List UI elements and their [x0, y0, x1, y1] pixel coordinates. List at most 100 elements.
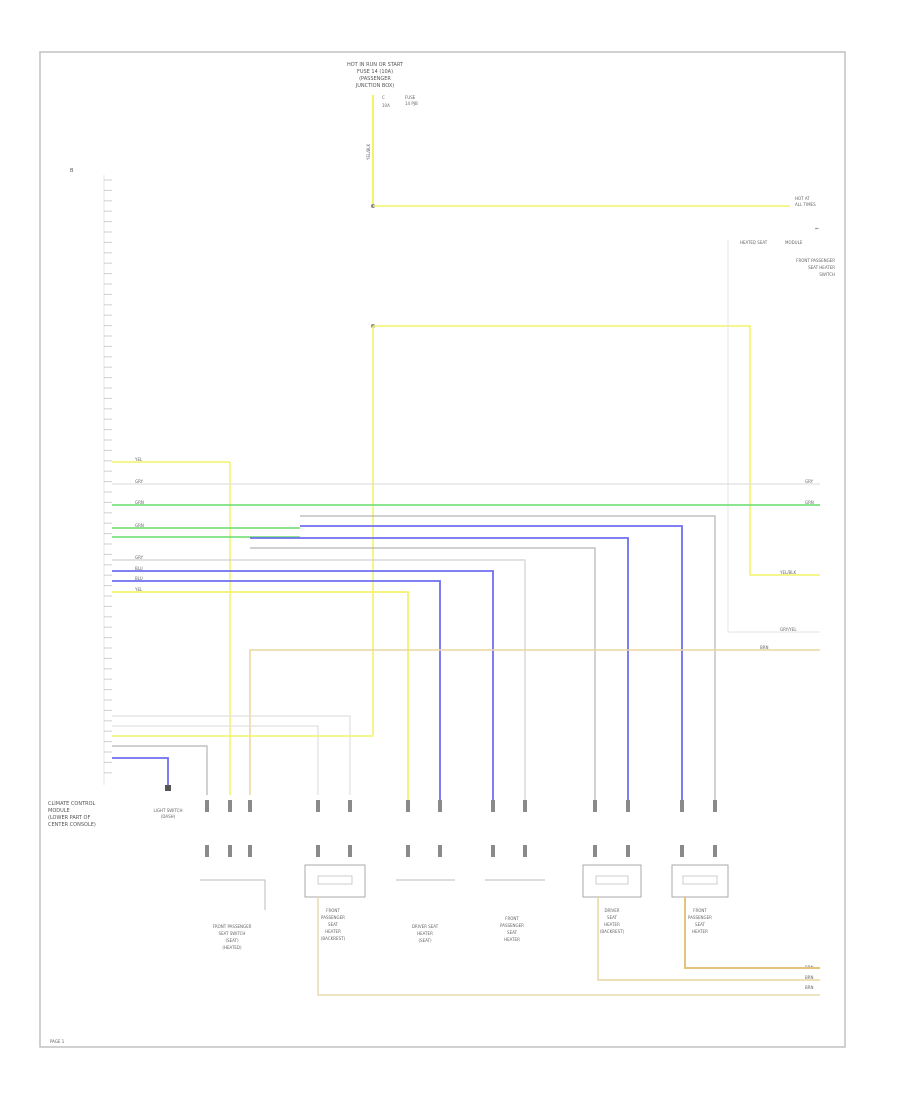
control-module-label: CLIMATE CONTROL MODULE (LOWER PART OF CE…: [48, 801, 96, 828]
right-connector-label: HEATED SEAT MODULE: [740, 240, 803, 245]
svg-text:10A: 10A: [382, 103, 390, 108]
svg-text:GRY: GRY: [135, 479, 144, 484]
svg-text:ALL TIMES: ALL TIMES: [795, 202, 816, 207]
connector-pin: [713, 800, 717, 812]
svg-text:SEAT: SEAT: [507, 930, 517, 935]
svg-text:FRONT: FRONT: [326, 908, 340, 913]
connector-pin: [713, 845, 717, 857]
ref-arrow-icon: ⇐: [815, 226, 819, 232]
comp4-label: FRONT PASSENGER SEAT HEATER: [500, 916, 524, 942]
svg-text:BRN: BRN: [805, 985, 814, 990]
svg-text:SWITCH: SWITCH: [819, 272, 835, 277]
comp2-label: FRONT PASSENGER SEAT HEATER (BACKREST): [321, 908, 346, 941]
wire-blu-5: [112, 757, 169, 785]
hot-ref-label: HOT AT ALL TIMES: [795, 196, 816, 207]
wire-gry-4: [112, 559, 526, 800]
wire-tags: YEL GRY GRN GRN BLU BLU GRY YEL: [134, 457, 144, 592]
svg-text:SEAT: SEAT: [607, 915, 617, 920]
connector-pin: [680, 800, 684, 812]
top-source-label: HOT IN RUN OR START FUSE 14 (10A) (PASSE…: [347, 62, 404, 89]
connector-pin: [248, 800, 252, 812]
svg-text:SEAT: SEAT: [695, 922, 705, 927]
wire-gry-6: [112, 725, 319, 795]
svg-text:LIGHT SWITCH: LIGHT SWITCH: [154, 808, 183, 813]
wire-gry-5: [112, 715, 351, 795]
svg-text:SEAT SWITCH: SEAT SWITCH: [219, 931, 246, 936]
connector-stubs: [205, 800, 717, 857]
svg-text:FUSE 14 (10A): FUSE 14 (10A): [357, 69, 393, 75]
comp1-label: FRONT PASSENGER SEAT SWITCH (SEAT) (HEAT…: [213, 924, 252, 950]
svg-text:FRONT: FRONT: [505, 916, 519, 921]
comp1-housing: [200, 879, 266, 910]
connector-pin: [316, 800, 320, 812]
comp2-box: [304, 864, 366, 898]
ground-wire-3: [317, 897, 820, 996]
connector-pin: [438, 800, 442, 812]
connector-pin: [205, 845, 209, 857]
diagram-frame: [39, 51, 846, 1048]
right-module-label: FRONT PASSENGER SEAT HEATER SWITCH: [796, 258, 835, 277]
svg-text:GRY/YEL: GRY/YEL: [780, 627, 797, 632]
svg-text:BLU: BLU: [135, 576, 143, 581]
connector-pin: [491, 845, 495, 857]
module-pin-column: [103, 175, 112, 785]
svg-text:CENTER CONSOLE): CENTER CONSOLE): [48, 822, 96, 828]
page-ref: PAGE 1: [50, 1039, 65, 1044]
svg-text:MODULE: MODULE: [785, 240, 803, 245]
svg-text:SEAT HEATER: SEAT HEATER: [808, 265, 835, 270]
svg-text:GRY: GRY: [805, 479, 814, 484]
connector-pin: [523, 800, 527, 812]
comp5-box: [582, 864, 642, 898]
svg-text:GRY: GRY: [135, 555, 144, 560]
svg-text:YEL/BLK: YEL/BLK: [779, 570, 797, 575]
svg-text:HEATED SEAT: HEATED SEAT: [740, 240, 768, 245]
wire-gry-7: [112, 745, 208, 795]
wire-yel-2: [112, 591, 409, 800]
connector-pin: [348, 845, 352, 857]
svg-text:GRN: GRN: [805, 500, 814, 505]
yellow-feed-wire: [373, 325, 820, 576]
connector-pin: [593, 845, 597, 857]
svg-text:JUNCTION BOX): JUNCTION BOX): [355, 83, 395, 89]
svg-text:(PASSENGER: (PASSENGER: [359, 76, 391, 82]
svg-text:HOT AT: HOT AT: [795, 196, 810, 201]
comp6-label: FRONT PASSENGER SEAT HEATER: [688, 908, 712, 934]
wire-blu-4: [112, 580, 441, 800]
svg-text:HEATER: HEATER: [504, 937, 520, 942]
wire-tan-1: [249, 649, 820, 795]
svg-text:DRIVER: DRIVER: [604, 908, 619, 913]
svg-text:(BACKREST): (BACKREST): [600, 929, 625, 934]
connector-pin: [523, 845, 527, 857]
module-ref-letter: B: [70, 168, 74, 174]
connector-pin: [626, 845, 630, 857]
svg-text:(LOWER PART OF: (LOWER PART OF: [48, 815, 90, 821]
connector-pin: [491, 800, 495, 812]
svg-text:HEATER: HEATER: [692, 929, 708, 934]
svg-text:PASSENGER: PASSENGER: [321, 915, 345, 920]
connector-pin: [316, 845, 320, 857]
svg-text:(DASH): (DASH): [161, 814, 176, 819]
svg-text:HEATER: HEATER: [325, 929, 341, 934]
svg-text:PASSENGER: PASSENGER: [688, 915, 712, 920]
wire-blu-2: [250, 537, 629, 800]
svg-text:FRONT PASSENGER: FRONT PASSENGER: [213, 924, 252, 929]
svg-text:CLIMATE CONTROL: CLIMATE CONTROL: [48, 801, 96, 807]
svg-text:YEL: YEL: [134, 587, 143, 592]
svg-text:GRN: GRN: [135, 500, 144, 505]
connector-pin: [593, 800, 597, 812]
svg-text:BLU: BLU: [135, 566, 143, 571]
svg-text:(SEAT): (SEAT): [225, 938, 238, 943]
wire-blu-3: [112, 570, 494, 800]
comp6-box: [671, 864, 729, 898]
svg-text:MODULE: MODULE: [48, 808, 70, 814]
connector-pin: [228, 800, 232, 812]
svg-text:BRN: BRN: [805, 975, 814, 980]
svg-text:FRONT: FRONT: [693, 908, 707, 913]
svg-text:FUSE: FUSE: [405, 95, 416, 100]
svg-text:BRN: BRN: [760, 645, 769, 650]
svg-text:(BACKREST): (BACKREST): [321, 936, 346, 941]
connector-pin: [348, 800, 352, 812]
svg-text:DRIVER SEAT: DRIVER SEAT: [412, 924, 439, 929]
comp3-label: DRIVER SEAT HEATER (SEAT): [412, 924, 439, 943]
